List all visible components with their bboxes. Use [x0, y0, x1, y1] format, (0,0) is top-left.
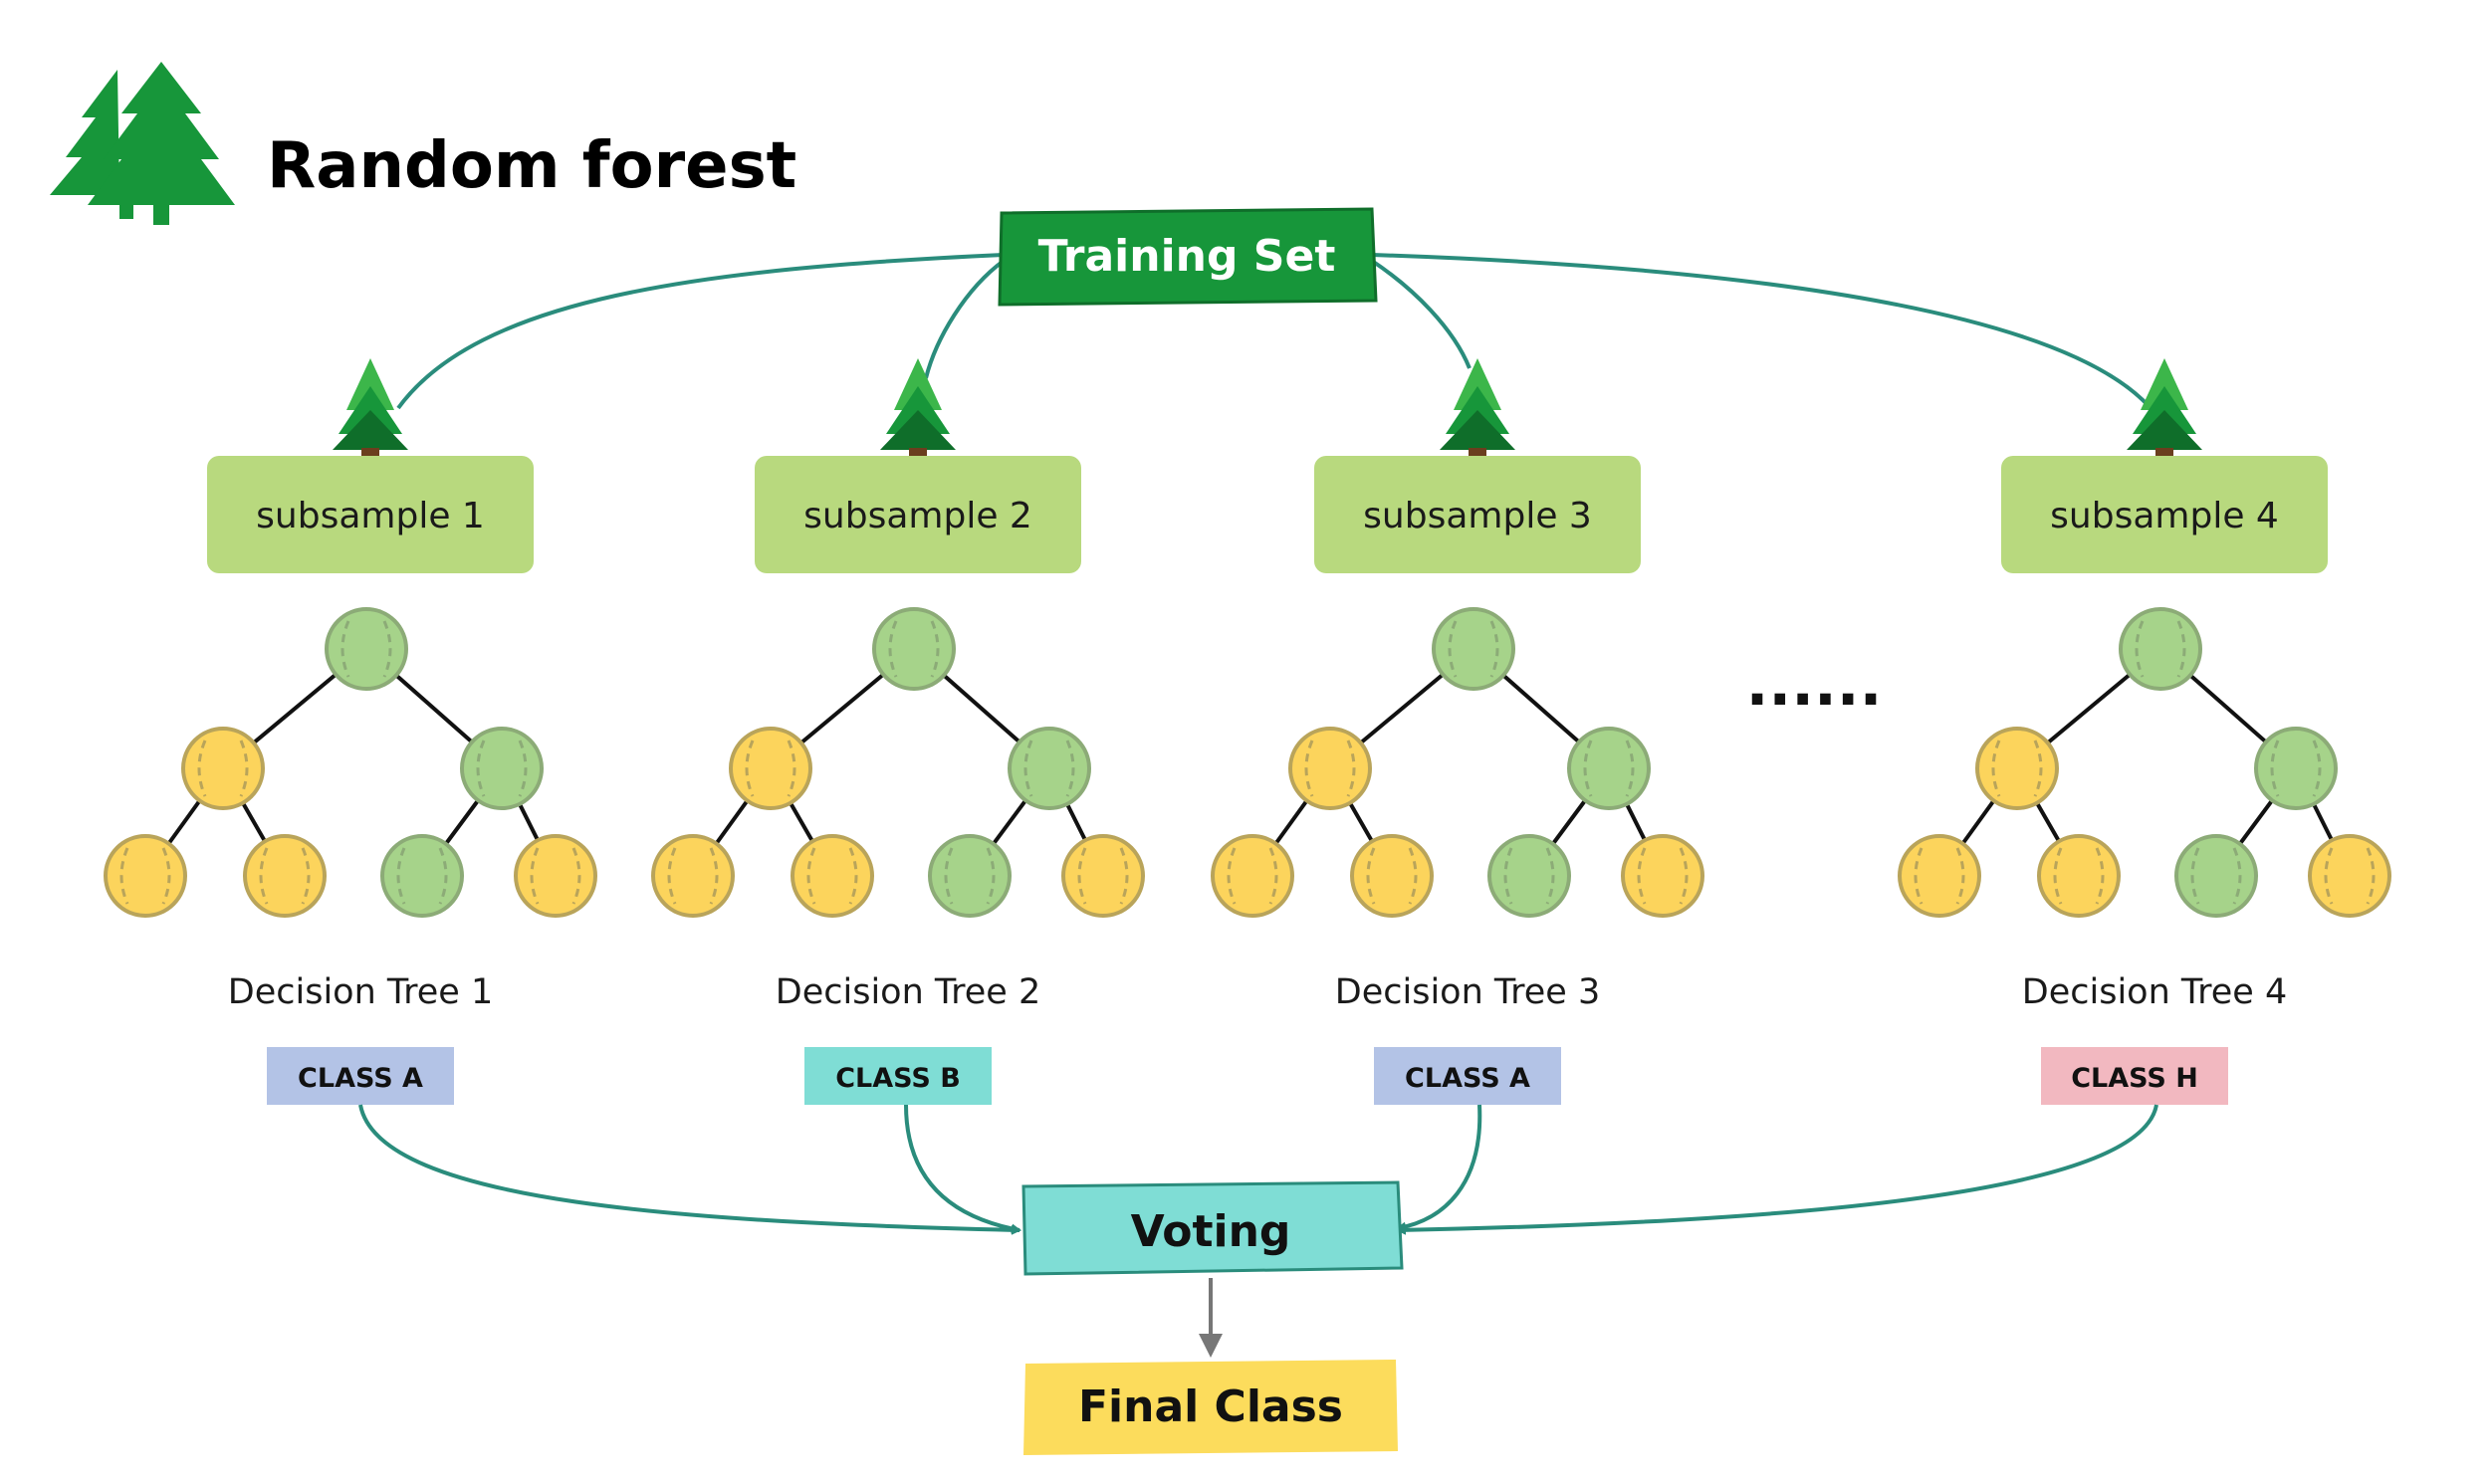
voting-label: Voting — [1131, 1206, 1291, 1257]
training-set-box: Training Set — [998, 207, 1378, 307]
decision-tree-label: Decision Tree 3 — [1335, 972, 1600, 1012]
tree-node-green — [872, 607, 956, 691]
training-set-label: Training Set — [1038, 231, 1336, 282]
connector-class-2 — [904, 1104, 1021, 1234]
pine-tree-icon — [1440, 358, 1515, 472]
tree-column-2: subsample 2 Decision Tree 2 CLASS B — [651, 358, 1145, 1105]
tree-node-yellow — [1211, 834, 1294, 918]
tree-node-yellow — [181, 727, 265, 810]
tree-node-yellow — [514, 834, 597, 918]
tree-node-yellow — [791, 834, 874, 918]
tree-node-yellow — [1350, 834, 1434, 918]
connector-class-1 — [358, 1104, 1021, 1235]
tree-node-green — [460, 727, 544, 810]
final-arrow — [1199, 1278, 1223, 1358]
tree-node-green — [1487, 834, 1571, 918]
class-badge-label: CLASS H — [2071, 1063, 2198, 1094]
tree-column-1: subsample 1 Decision Tree 1 CLASS A — [104, 358, 597, 1105]
tree-node-green — [2119, 607, 2202, 691]
tree-node-yellow — [2308, 834, 2391, 918]
tree-node-green — [2174, 834, 2258, 918]
connector-class-4 — [1396, 1104, 2158, 1235]
tree-node-green — [325, 607, 408, 691]
final-class-box: Final Class — [1023, 1360, 1398, 1455]
subsample-box-2: subsample 2 — [755, 456, 1081, 573]
subsample-label: subsample 4 — [2050, 496, 2279, 536]
tree-node-yellow — [243, 834, 327, 918]
subsample-label: subsample 2 — [803, 496, 1032, 536]
subsample-label: subsample 3 — [1363, 496, 1592, 536]
connector-subsample-2 — [924, 259, 1006, 379]
connector-class-3 — [1396, 1104, 1482, 1232]
connector-subsample-3 — [1370, 259, 1472, 369]
subsample-label: subsample 1 — [256, 496, 485, 536]
voting-connectors — [358, 1104, 2158, 1235]
tree-node-green — [928, 834, 1012, 918]
tree-node-green — [1432, 607, 1515, 691]
class-badge-4: CLASS H — [2041, 1047, 2228, 1105]
forest-logo-icon — [50, 62, 235, 225]
class-badge-label: CLASS A — [298, 1063, 423, 1094]
tree-node-yellow — [1898, 834, 1981, 918]
tree-column-3: subsample 3 Decision Tree 3 CLASS A — [1211, 358, 1704, 1105]
tree-node-yellow — [1621, 834, 1704, 918]
tree-node-yellow — [104, 834, 187, 918]
tree-node-yellow — [1975, 727, 2059, 810]
tree-node-yellow — [2037, 834, 2121, 918]
pine-tree-icon — [333, 358, 408, 472]
tree-node-yellow — [651, 834, 735, 918]
decision-tree-label: Decision Tree 1 — [228, 972, 493, 1012]
ellipsis: ...... — [1746, 650, 1883, 720]
pine-tree-icon — [2127, 358, 2202, 472]
training-connectors — [396, 253, 2152, 410]
class-badge-label: CLASS A — [1405, 1063, 1530, 1094]
tree-node-yellow — [1061, 834, 1145, 918]
connector-subsample-1 — [396, 253, 1005, 410]
subsample-box-4: subsample 4 — [2001, 456, 2328, 573]
tree-node-green — [380, 834, 464, 918]
page-title: Random forest — [267, 129, 796, 203]
tree-node-yellow — [1288, 727, 1372, 810]
class-badge-1: CLASS A — [267, 1047, 454, 1105]
tree-node-green — [1008, 727, 1091, 810]
class-badge-2: CLASS B — [804, 1047, 992, 1105]
pine-tree-icon — [880, 358, 956, 472]
decision-tree-label: Decision Tree 2 — [776, 972, 1040, 1012]
tree-column-4: subsample 4 Decision Tree 4 CLASS H — [1898, 358, 2391, 1105]
decision-tree-label: Decision Tree 4 — [2022, 972, 2287, 1012]
final-class-label: Final Class — [1078, 1381, 1343, 1432]
tree-node-yellow — [729, 727, 812, 810]
tree-node-green — [1567, 727, 1651, 810]
class-badge-label: CLASS B — [835, 1063, 961, 1094]
subsample-box-3: subsample 3 — [1314, 456, 1641, 573]
subsample-box-1: subsample 1 — [207, 456, 534, 573]
voting-box: Voting — [1021, 1180, 1404, 1276]
class-badge-3: CLASS A — [1374, 1047, 1561, 1105]
tree-node-green — [2254, 727, 2338, 810]
connector-subsample-4 — [1371, 253, 2152, 410]
